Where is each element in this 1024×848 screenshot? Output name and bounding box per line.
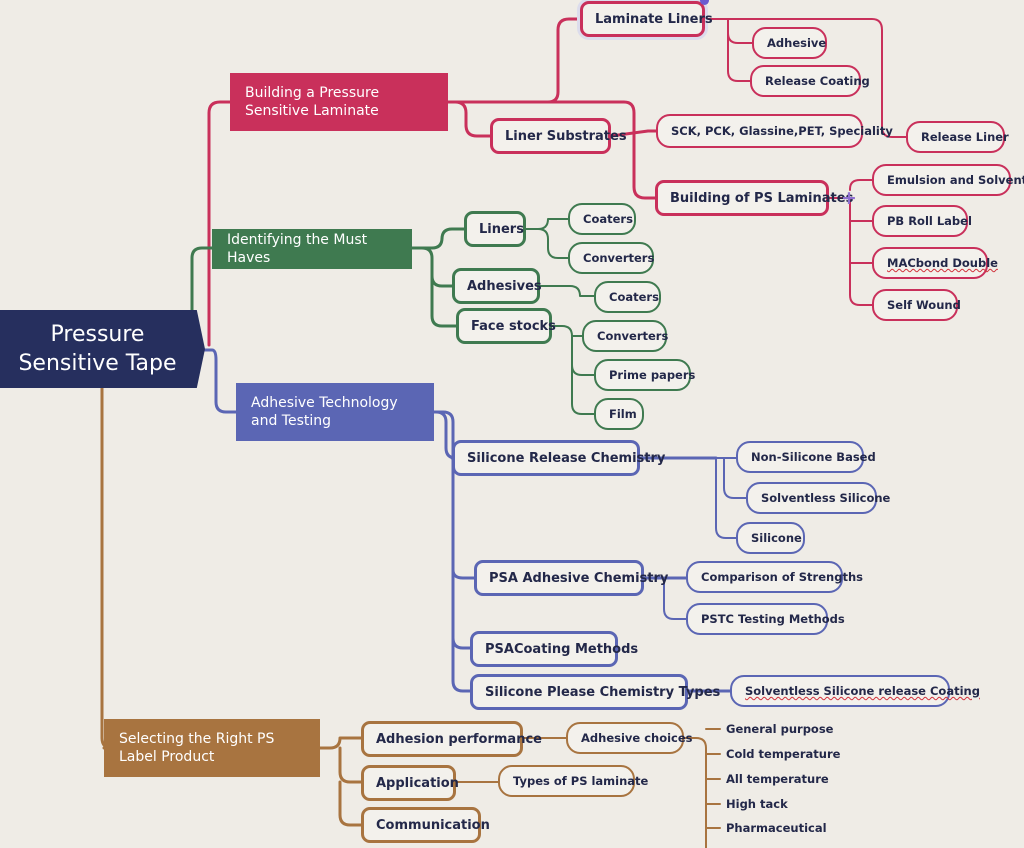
node-pb-roll-label[interactable]: PB Roll Label xyxy=(872,205,972,237)
subtopic-building-ps-laminates-label: Building of PS Laminates xyxy=(670,190,854,206)
node-film[interactable]: Film xyxy=(594,398,644,430)
subtopic-psa-adhesive-chemistry-label: PSA Adhesive Chemistry xyxy=(489,570,669,586)
subtopic-communication[interactable]: Communication xyxy=(361,807,490,843)
leaf-pharmaceutical-label: Pharmaceutical xyxy=(726,821,827,835)
node-adhesive-choices-label: Adhesive choices xyxy=(581,731,693,745)
node-release-liner[interactable]: Release Liner xyxy=(906,121,1009,153)
leaf-pharmaceutical[interactable]: Pharmaceutical xyxy=(722,819,832,837)
node-solventless-release-coating[interactable]: Solventless Silicone release Coating xyxy=(730,675,980,707)
node-macbond-double-label: MACbond Double xyxy=(887,256,998,270)
subtopic-liner-substrates-label: Liner Substrates xyxy=(505,128,627,144)
node-pstc-testing[interactable]: PSTC Testing Methods xyxy=(686,603,845,635)
subtopic-face-stocks-label: Face stocks xyxy=(471,318,556,334)
subtopic-silicone-release-chemistry[interactable]: Silicone Release Chemistry xyxy=(452,440,665,476)
topic-identifying-must-haves-label: Identifying the Must Haves xyxy=(227,232,368,266)
node-release-coating-label: Release Coating xyxy=(765,74,870,88)
topic-selecting-ps-label-label: Selecting the Right PS Label Product xyxy=(119,731,275,765)
node-prime-papers[interactable]: Prime papers xyxy=(594,359,695,391)
leaf-all-temperature-label: All temperature xyxy=(726,772,829,786)
node-comparison-strengths-label: Comparison of Strengths xyxy=(701,570,863,584)
subtopic-laminate-liners-label: Laminate Liners xyxy=(595,11,713,27)
node-adhesive-choices[interactable]: Adhesive choices xyxy=(566,722,693,754)
node-adhesive-label: Adhesive xyxy=(767,36,827,50)
subtopic-psa-adhesive-chemistry[interactable]: PSA Adhesive Chemistry xyxy=(474,560,668,596)
node-release-liner-label: Release Liner xyxy=(921,130,1009,144)
node-solventless-silicone[interactable]: Solventless Silicone xyxy=(746,482,890,514)
leaf-general-purpose[interactable]: General purpose xyxy=(722,720,834,738)
leaf-all-temperature[interactable]: All temperature xyxy=(722,770,832,788)
topic-selecting-ps-label[interactable]: Selecting the Right PS Label Product xyxy=(104,719,320,777)
node-pstc-testing-label: PSTC Testing Methods xyxy=(701,612,845,626)
subtopic-psa-coating-methods[interactable]: PSACoating Methods xyxy=(470,631,638,667)
subtopic-silicone-please-chemistry-label: Silicone Please Chemistry Types xyxy=(485,684,721,700)
node-non-silicone-based[interactable]: Non-Silicone Based xyxy=(736,441,876,473)
node-liners-converters-label: Converters xyxy=(583,251,655,265)
leaf-cold-temperature-label: Cold temperature xyxy=(726,747,841,761)
node-substrate-types-label: SCK, PCK, Glassine,PET, Speciality xyxy=(671,124,893,138)
node-solventless-release-coating-label: Solventless Silicone release Coating xyxy=(745,684,980,698)
node-comparison-strengths[interactable]: Comparison of Strengths xyxy=(686,561,863,593)
subtopic-liners[interactable]: Liners xyxy=(464,211,526,247)
subtopic-silicone-please-chemistry[interactable]: Silicone Please Chemistry Types xyxy=(470,674,720,710)
leaf-high-tack-label: High tack xyxy=(726,797,788,811)
node-adhesive[interactable]: Adhesive xyxy=(752,27,827,59)
node-adhesives-coaters-label: Coaters xyxy=(609,290,659,304)
node-prime-papers-label: Prime papers xyxy=(609,368,696,382)
node-self-wound[interactable]: Self Wound xyxy=(872,289,961,321)
node-emulsion-solvent-label: Emulsion and Solvent xyxy=(887,173,1024,187)
subtopic-liner-substrates[interactable]: Liner Substrates xyxy=(490,118,627,154)
node-non-silicone-based-label: Non-Silicone Based xyxy=(751,450,876,464)
leaf-cold-temperature[interactable]: Cold temperature xyxy=(722,745,842,763)
node-film-label: Film xyxy=(609,407,637,421)
node-silicone[interactable]: Silicone xyxy=(736,522,805,554)
subtopic-adhesives[interactable]: Adhesives xyxy=(452,268,542,304)
node-face-converters[interactable]: Converters xyxy=(582,320,669,352)
leaf-general-purpose-label: General purpose xyxy=(726,722,834,736)
subtopic-adhesion-performance-label: Adhesion performance xyxy=(376,731,542,747)
root-topic[interactable]: Pressure Sensitive Tape xyxy=(0,310,205,388)
node-self-wound-label: Self Wound xyxy=(887,298,961,312)
topic-adhesive-technology[interactable]: Adhesive Technology and Testing xyxy=(236,383,434,441)
subtopic-psa-coating-methods-label: PSACoating Methods xyxy=(485,641,639,657)
topic-identifying-must-haves[interactable]: Identifying the Must Haves xyxy=(212,229,412,269)
subtopic-building-ps-laminates[interactable]: Building of PS Laminates xyxy=(655,180,853,216)
subtopic-laminate-liners[interactable]: Laminate Liners xyxy=(580,1,713,37)
node-liners-coaters-label: Coaters xyxy=(583,212,633,226)
subtopic-application[interactable]: Application xyxy=(361,765,459,801)
node-liners-coaters[interactable]: Coaters xyxy=(568,203,636,235)
node-solventless-silicone-label: Solventless Silicone xyxy=(761,491,891,505)
subtopic-adhesion-performance[interactable]: Adhesion performance xyxy=(361,721,542,757)
subtopic-face-stocks[interactable]: Face stocks xyxy=(456,308,556,344)
node-types-ps-laminate-label: Types of PS laminate xyxy=(513,774,649,788)
node-macbond-double[interactable]: MACbond Double xyxy=(872,247,998,279)
node-adhesives-coaters[interactable]: Coaters xyxy=(594,281,661,313)
topic-building-laminate[interactable]: Building a Pressure Sensitive Laminate xyxy=(230,73,448,131)
node-substrate-types[interactable]: SCK, PCK, Glassine,PET, Speciality xyxy=(656,114,893,148)
subtopic-liners-label: Liners xyxy=(479,221,524,237)
subtopic-communication-label: Communication xyxy=(376,817,490,833)
topic-building-laminate-label: Building a Pressure Sensitive Laminate xyxy=(245,85,380,119)
topic-adhesive-technology-label: Adhesive Technology and Testing xyxy=(251,395,398,429)
node-face-converters-label: Converters xyxy=(597,329,669,343)
node-release-coating[interactable]: Release Coating xyxy=(750,65,870,97)
subtopic-silicone-release-chemistry-label: Silicone Release Chemistry xyxy=(467,450,666,466)
node-silicone-label: Silicone xyxy=(751,531,802,545)
leaf-high-tack[interactable]: High tack xyxy=(722,795,802,813)
node-types-ps-laminate[interactable]: Types of PS laminate xyxy=(498,765,648,797)
node-emulsion-solvent[interactable]: Emulsion and Solvent xyxy=(872,164,1024,196)
add-topic-icon[interactable]: + xyxy=(841,187,857,209)
node-liners-converters[interactable]: Converters xyxy=(568,242,654,274)
selection-handle-icon[interactable] xyxy=(700,0,709,5)
subtopic-adhesives-label: Adhesives xyxy=(467,278,542,294)
root-topic-label: Pressure Sensitive Tape xyxy=(18,322,177,376)
node-pb-roll-label-label: PB Roll Label xyxy=(887,214,972,228)
subtopic-application-label: Application xyxy=(376,775,459,791)
